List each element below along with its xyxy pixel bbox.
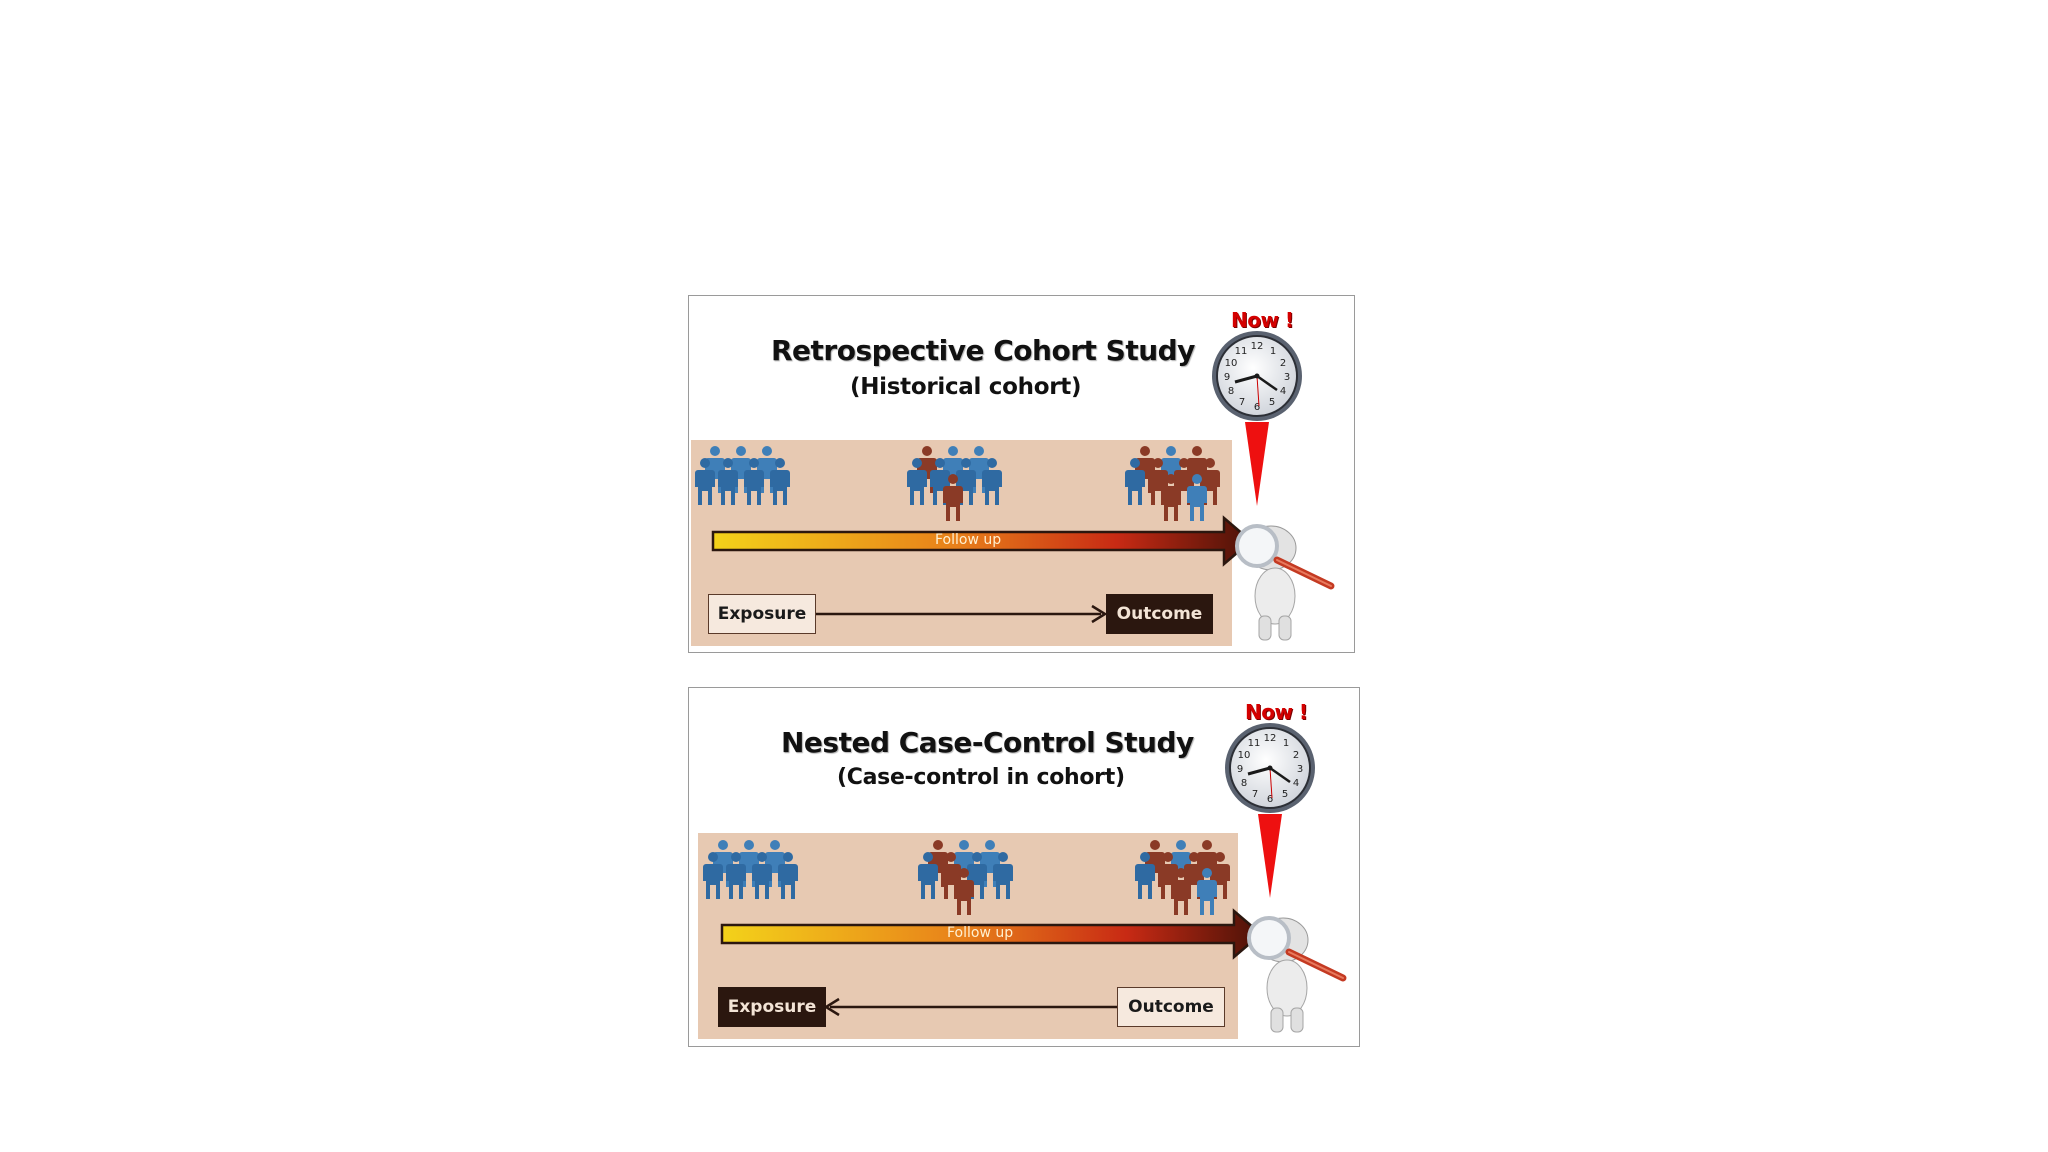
svg-text:4: 4 — [1280, 386, 1286, 397]
panel-title: Nested Case-Control Study — [781, 726, 1194, 759]
svg-text:1: 1 — [1283, 738, 1289, 749]
svg-text:11: 11 — [1235, 346, 1248, 357]
magnifier-figure-icon — [1247, 916, 1347, 1033]
svg-text:10: 10 — [1225, 358, 1238, 369]
svg-text:5: 5 — [1269, 397, 1275, 408]
svg-text:7: 7 — [1239, 397, 1245, 408]
svg-text:2: 2 — [1293, 750, 1299, 761]
panel-subtitle: (Historical cohort) — [850, 374, 1082, 400]
people-group-icon — [1135, 840, 1230, 915]
svg-text:4: 4 — [1293, 778, 1299, 789]
follow-up-arrow — [720, 908, 1263, 960]
people-group-icon — [907, 446, 1002, 521]
exposure-box: Exposure — [718, 987, 826, 1027]
outcome-box: Outcome — [1117, 987, 1225, 1027]
follow-up-label: Follow up — [947, 925, 1014, 941]
retrospective-cohort-panel: Retrospective Cohort Study (Historical c… — [688, 295, 1355, 653]
svg-text:9: 9 — [1224, 372, 1230, 383]
nested-case-control-panel: Nested Case-Control Study (Case-control … — [688, 687, 1360, 1047]
svg-text:10: 10 — [1238, 750, 1251, 761]
panel-subtitle: (Case-control in cohort) — [837, 765, 1125, 790]
svg-text:11: 11 — [1248, 738, 1261, 749]
location-pin-icon — [1258, 814, 1282, 898]
outcome-box: Outcome — [1106, 594, 1213, 634]
panel-title: Retrospective Cohort Study — [771, 334, 1195, 367]
people-group-icon — [695, 446, 790, 505]
svg-text:5: 5 — [1282, 789, 1288, 800]
svg-text:8: 8 — [1228, 386, 1234, 397]
people-group-icon — [1125, 446, 1220, 521]
now-label: Now ! — [1231, 308, 1294, 332]
now-label: Now ! — [1245, 700, 1308, 724]
outcome-exposure-arrow — [823, 997, 1117, 1017]
svg-text:7: 7 — [1252, 789, 1258, 800]
follow-up-label: Follow up — [935, 532, 1002, 548]
svg-text:6: 6 — [1267, 794, 1273, 805]
svg-text:8: 8 — [1241, 778, 1247, 789]
people-group-icon — [918, 840, 1013, 915]
location-pin-icon — [1245, 422, 1269, 506]
exposure-box: Exposure — [708, 594, 816, 634]
svg-text:12: 12 — [1251, 341, 1264, 352]
svg-text:3: 3 — [1297, 764, 1303, 775]
svg-text:1: 1 — [1270, 346, 1276, 357]
svg-text:12: 12 — [1264, 733, 1277, 744]
svg-text:2: 2 — [1280, 358, 1286, 369]
people-group-icon — [703, 840, 798, 899]
svg-text:3: 3 — [1284, 372, 1290, 383]
magnifier-figure-icon — [1235, 524, 1335, 641]
exposure-outcome-arrow — [813, 604, 1108, 624]
svg-text:6: 6 — [1254, 402, 1260, 413]
svg-text:9: 9 — [1237, 764, 1243, 775]
